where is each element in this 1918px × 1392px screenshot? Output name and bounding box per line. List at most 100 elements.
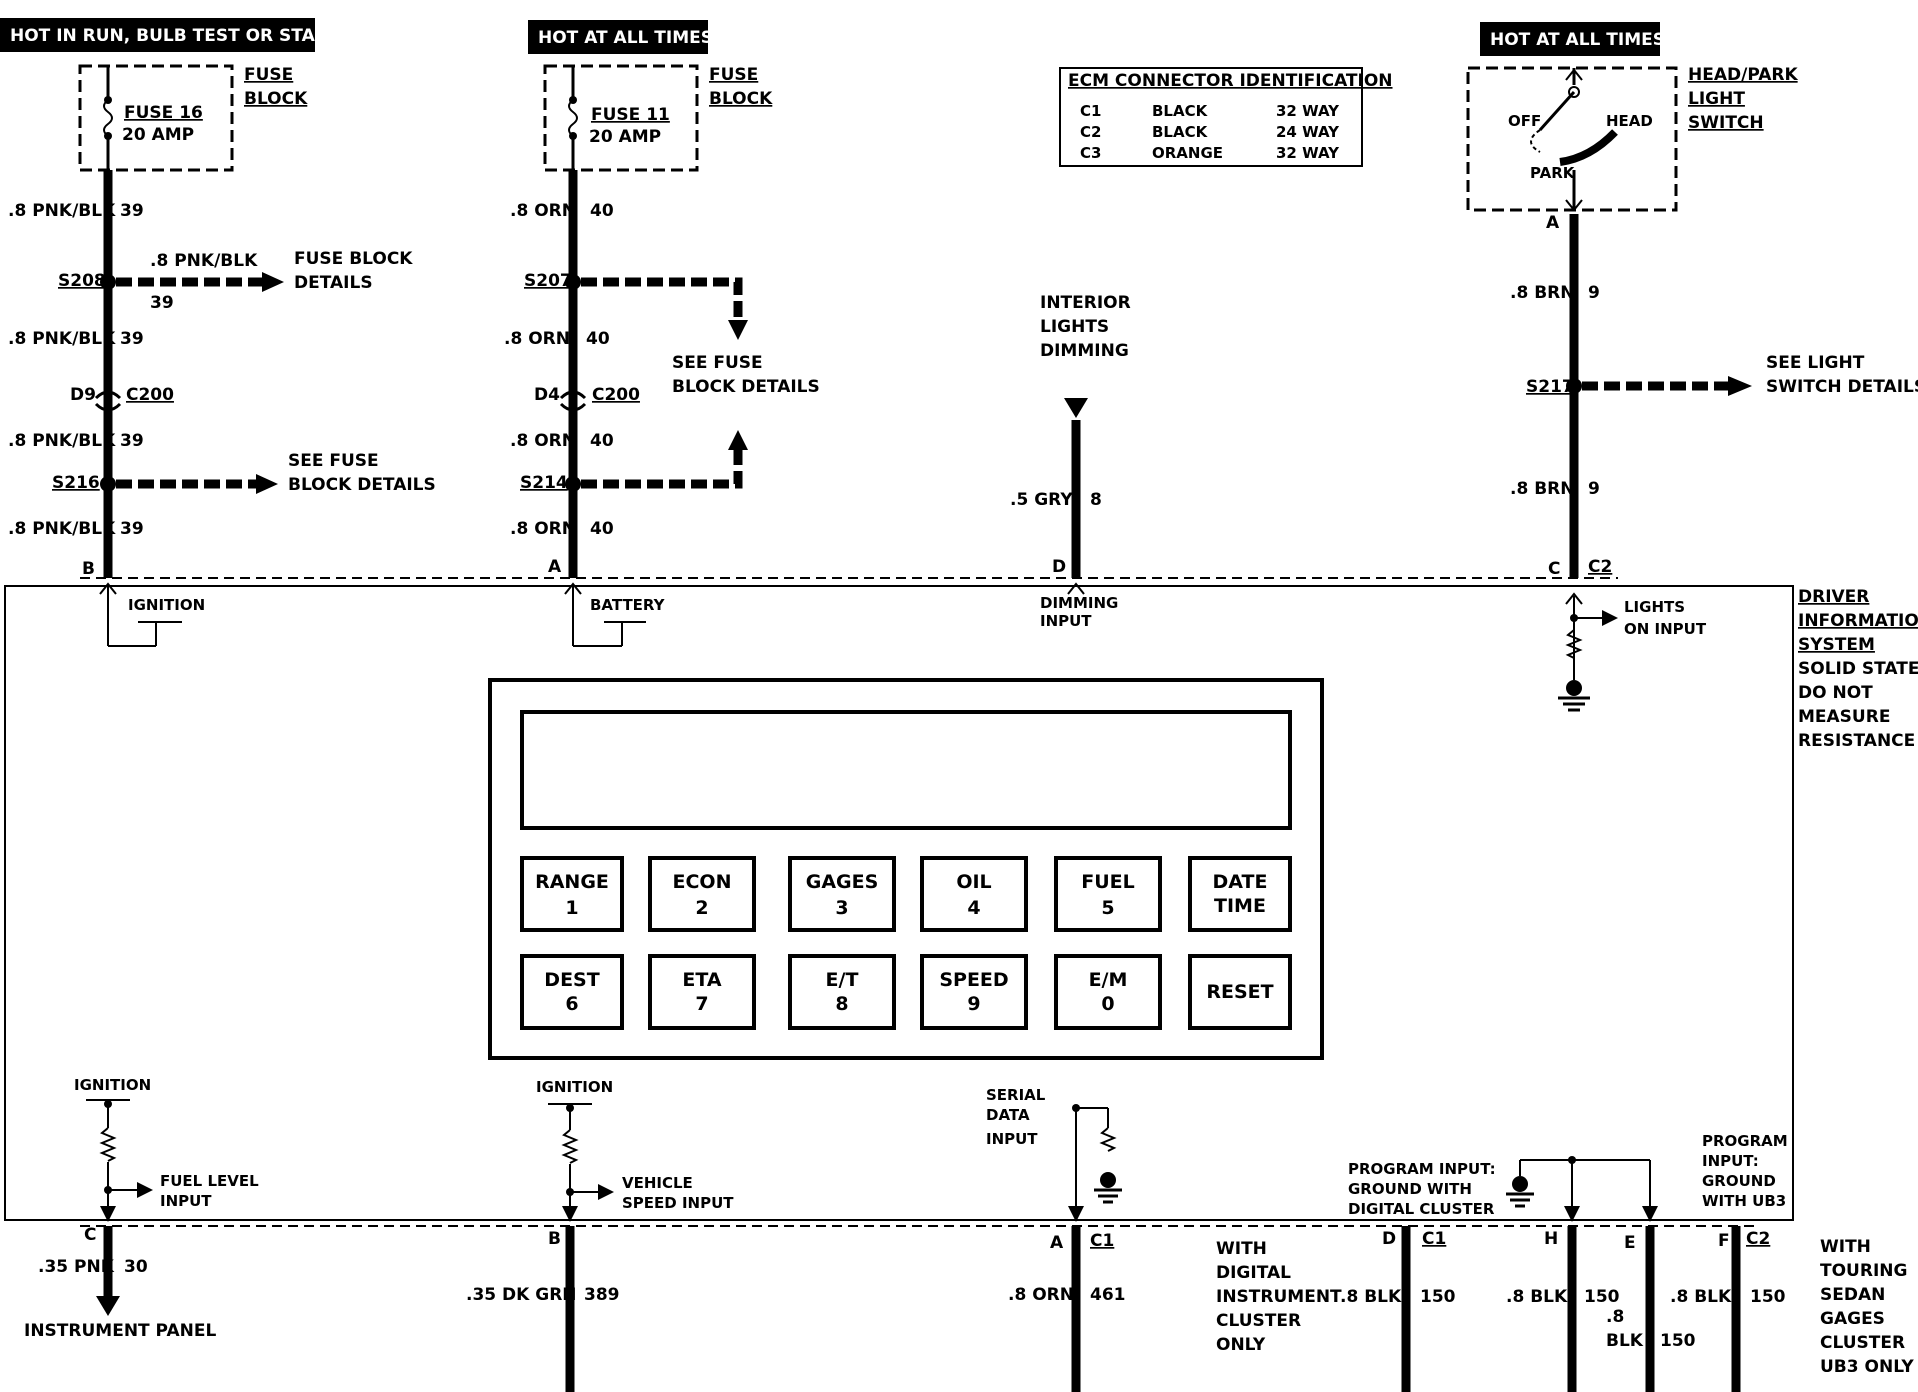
svg-text:FUSE BLOCK: FUSE BLOCK — [294, 249, 413, 269]
svg-text:RESISTANCE: RESISTANCE — [1798, 731, 1915, 751]
key-et-8[interactable]: E/T8 — [788, 954, 896, 1030]
svg-text:PROGRAM: PROGRAM — [1702, 1132, 1788, 1150]
svg-text:40: 40 — [586, 329, 610, 349]
svg-text:8: 8 — [1090, 490, 1102, 510]
svg-text:.8 PNK/BLK: .8 PNK/BLK — [8, 201, 116, 221]
circuit-col3: INTERIOR LIGHTS DIMMING .5 GRY 8 D DIMMI… — [1010, 293, 1131, 630]
svg-text:30: 30 — [124, 1257, 148, 1277]
circuit-fuel-level: IGNITION FUEL LEVEL INPUT C .35 PNK 30 I… — [24, 1076, 259, 1341]
svg-text:B: B — [82, 559, 95, 579]
svg-text:HOT IN RUN, BULB TEST OR START: HOT IN RUN, BULB TEST OR START — [10, 26, 339, 46]
svg-text:.5 GRY: .5 GRY — [1010, 490, 1073, 510]
svg-text:HOT AT ALL TIMES: HOT AT ALL TIMES — [1490, 30, 1665, 50]
svg-text:8: 8 — [835, 993, 848, 1015]
svg-text:SEE FUSE: SEE FUSE — [672, 353, 763, 373]
svg-text:E: E — [1624, 1233, 1636, 1253]
svg-text:3: 3 — [835, 897, 848, 919]
svg-text:LIGHTS: LIGHTS — [1040, 317, 1109, 337]
svg-text:DIMMING: DIMMING — [1040, 341, 1129, 361]
svg-text:VEHICLE: VEHICLE — [622, 1174, 693, 1192]
circuit-vehicle-speed: IGNITION VEHICLE SPEED INPUT B .35 DK GR… — [466, 1078, 734, 1392]
svg-text:HEAD/PARK: HEAD/PARK — [1688, 65, 1798, 85]
svg-text:.8 BRN: .8 BRN — [1510, 479, 1574, 499]
svg-text:C: C — [84, 1225, 96, 1245]
svg-text:IGNITION: IGNITION — [536, 1078, 613, 1096]
head-park-light-switch: OFF HEAD PARK HEAD/PARK LIGHT SWITCH — [1466, 65, 1798, 212]
svg-text:INPUT: INPUT — [160, 1192, 212, 1210]
svg-text:.35 DK GRN: .35 DK GRN — [466, 1285, 577, 1305]
svg-text:SEDAN: SEDAN — [1820, 1285, 1885, 1305]
circuit-col1: .8 PNK/BLK 39 S208 .8 PNK/BLK 39 FUSE BL… — [8, 170, 436, 647]
svg-text:9: 9 — [1588, 283, 1600, 303]
svg-text:.8 ORN: .8 ORN — [510, 201, 576, 221]
svg-text:ECM CONNECTOR IDENTIFICATION: ECM CONNECTOR IDENTIFICATION — [1068, 71, 1393, 91]
circuit-col4: A .8 BRN 9 S217 SEE LIGHT SWITCH DETAILS… — [1510, 213, 1918, 712]
svg-text:SWITCH: SWITCH — [1688, 113, 1764, 133]
svg-text:GROUND: GROUND — [1702, 1172, 1776, 1190]
svg-text:D9: D9 — [70, 385, 96, 405]
svg-text:CLUSTER: CLUSTER — [1216, 1311, 1301, 1331]
circuit-program-inputs: PROGRAM INPUT: GROUND WITH DIGITAL CLUST… — [1340, 1132, 1914, 1392]
svg-text:IGNITION: IGNITION — [74, 1076, 151, 1094]
svg-text:150: 150 — [1584, 1287, 1620, 1307]
svg-text:TOURING: TOURING — [1820, 1261, 1907, 1281]
svg-text:INFORMATION: INFORMATION — [1798, 611, 1918, 631]
svg-text:GAGES: GAGES — [1820, 1309, 1885, 1329]
svg-text:INTERIOR: INTERIOR — [1040, 293, 1131, 313]
svg-text:BLACK: BLACK — [1152, 102, 1209, 120]
circuit-serial-data: SERIAL DATA INPUT A C1 .8 ORN 461 WITH D… — [986, 1086, 1342, 1392]
svg-text:WITH: WITH — [1216, 1239, 1267, 1259]
svg-text:39: 39 — [150, 293, 174, 313]
ecm-connector-table: ECM CONNECTOR IDENTIFICATION C1 BLACK 32… — [1059, 67, 1393, 167]
svg-text:RESET: RESET — [1206, 981, 1273, 1003]
svg-text:H: H — [1544, 1229, 1558, 1249]
svg-text:SWITCH DETAILS: SWITCH DETAILS — [1766, 377, 1918, 397]
fuse-16: FUSE 16 20 AMP FUSE BLOCK — [78, 64, 308, 172]
splice-s217: S217 — [1526, 377, 1574, 397]
svg-text:.8: .8 — [1606, 1307, 1624, 1327]
key-em-0[interactable]: E/M0 — [1054, 954, 1162, 1030]
svg-text:.8 ORN: .8 ORN — [510, 519, 576, 539]
svg-text:FUEL: FUEL — [1081, 871, 1135, 893]
header-col2: HOT AT ALL TIMES — [528, 20, 713, 54]
svg-text:C2: C2 — [1080, 123, 1101, 141]
svg-text:DATE: DATE — [1213, 871, 1268, 893]
fuse-11: FUSE 11 20 AMP FUSE BLOCK — [543, 64, 773, 172]
svg-text:DETAILS: DETAILS — [294, 273, 373, 293]
svg-text:E/T: E/T — [826, 969, 859, 991]
key-fuel-5[interactable]: FUEL 5 — [1054, 856, 1162, 932]
svg-text:32 WAY: 32 WAY — [1276, 102, 1340, 120]
svg-text:INSTRUMENT PANEL: INSTRUMENT PANEL — [24, 1321, 216, 1341]
svg-text:ECON: ECON — [673, 871, 732, 893]
svg-text:389: 389 — [584, 1285, 620, 1305]
key-reset[interactable]: RESET — [1188, 954, 1292, 1030]
splice-s216: S216 — [52, 473, 100, 493]
svg-text:.8 BLK: .8 BLK — [1670, 1287, 1732, 1307]
svg-text:DRIVER: DRIVER — [1798, 587, 1869, 607]
connector-c200: C200 — [592, 385, 640, 405]
svg-text:5: 5 — [1101, 897, 1114, 919]
svg-text:.8 PNK/BLK: .8 PNK/BLK — [8, 519, 116, 539]
svg-text:MEASURE: MEASURE — [1798, 707, 1890, 727]
svg-text:HEAD: HEAD — [1606, 112, 1653, 130]
svg-text:DIGITAL CLUSTER: DIGITAL CLUSTER — [1348, 1200, 1495, 1218]
svg-text:.8 PNK/BLK: .8 PNK/BLK — [150, 251, 258, 271]
svg-text:WITH: WITH — [1820, 1237, 1871, 1257]
svg-text:7: 7 — [695, 993, 708, 1015]
svg-text:OFF: OFF — [1508, 112, 1541, 130]
svg-text:PROGRAM INPUT:: PROGRAM INPUT: — [1348, 1160, 1496, 1178]
svg-text:E/M: E/M — [1089, 969, 1128, 991]
svg-text:40: 40 — [590, 431, 614, 451]
splice-s207: S207 — [524, 271, 572, 291]
svg-text:24 WAY: 24 WAY — [1276, 123, 1340, 141]
svg-text:OIL: OIL — [956, 871, 991, 893]
